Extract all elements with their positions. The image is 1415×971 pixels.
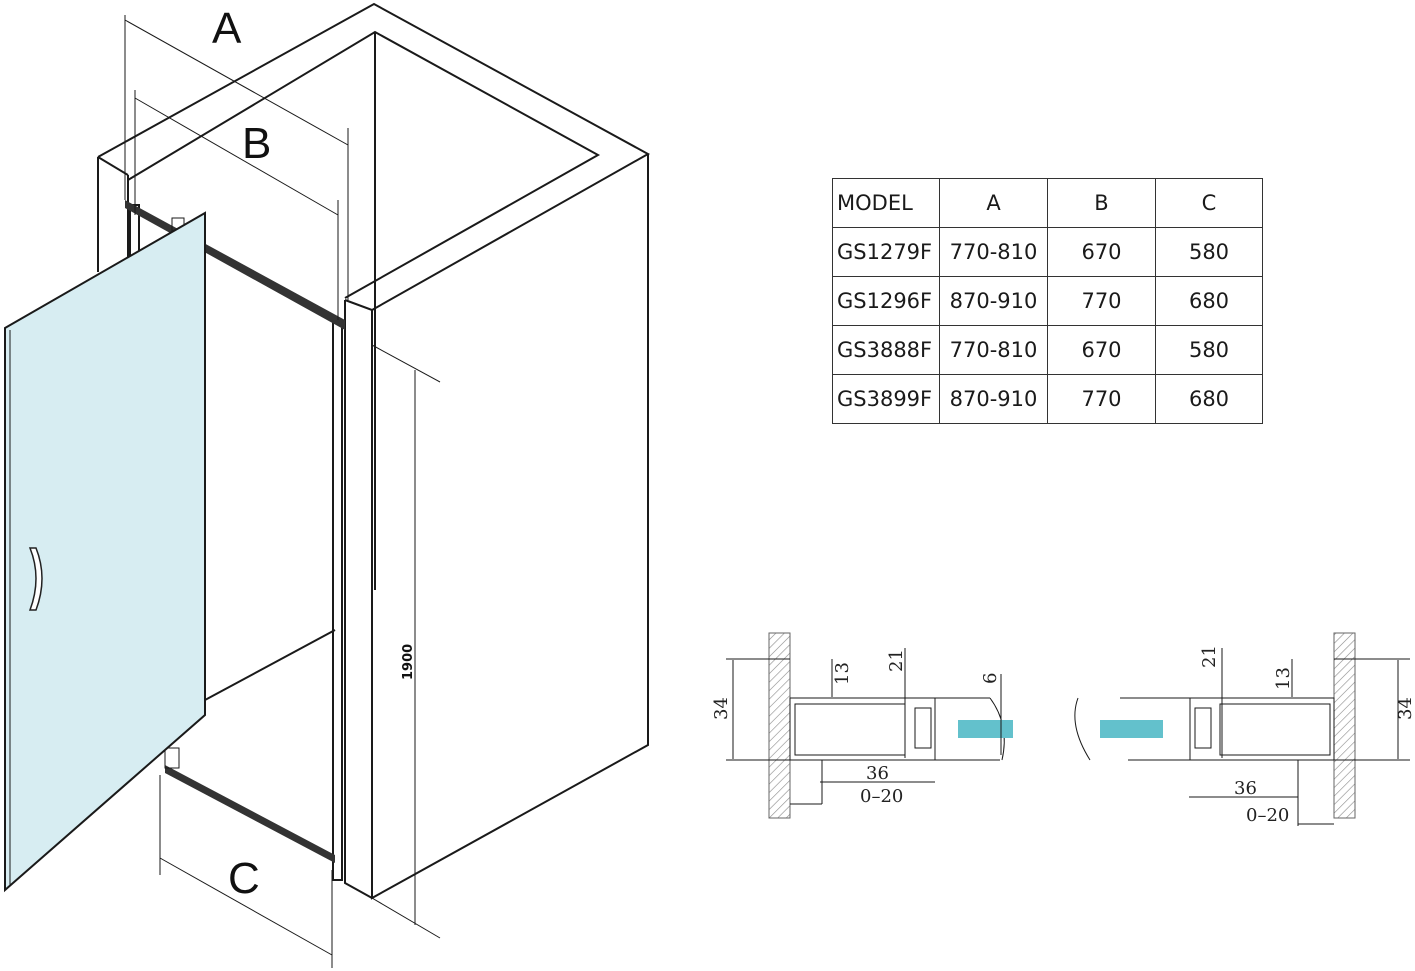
cell-model: GS3899F <box>832 374 940 424</box>
cell-a: 870-910 <box>939 276 1048 326</box>
dim-glass-6: 6 <box>980 673 1001 684</box>
dimension-height: 1900 <box>371 344 441 939</box>
cell-c: 580 <box>1155 227 1263 277</box>
model-dimensions-table: MODEL A B C GS1279F 770-810 670 580 GS12… <box>832 178 1263 424</box>
header-model: MODEL <box>832 178 940 228</box>
left-profile <box>789 697 1013 761</box>
cell-c: 680 <box>1155 374 1263 424</box>
cell-b: 670 <box>1047 325 1156 375</box>
cell-model: GS1296F <box>832 276 940 326</box>
dim-right-range: 0–20 <box>1246 805 1289 826</box>
cell-b: 770 <box>1047 374 1156 424</box>
cell-a: 770-810 <box>939 227 1048 277</box>
dimension-c: C <box>159 775 333 968</box>
cell-a: 770-810 <box>939 325 1048 375</box>
glass-door <box>4 211 206 893</box>
dimension-lines <box>726 648 1410 826</box>
cell-c: 680 <box>1155 276 1263 326</box>
dimension-b: B <box>134 90 339 320</box>
header-a: A <box>939 178 1048 228</box>
table-header-row: MODEL A B C <box>832 178 1263 228</box>
dim-right-21: 21 <box>1199 645 1220 668</box>
label-height: 1900 <box>401 644 416 680</box>
dim-right-34: 34 <box>1395 697 1415 720</box>
cell-model: GS3888F <box>832 325 940 375</box>
cell-b: 770 <box>1047 276 1156 326</box>
table-row: GS1279F 770-810 670 580 <box>832 227 1263 277</box>
header-c: C <box>1155 178 1263 228</box>
label-a: A <box>212 4 242 53</box>
header-b: B <box>1047 178 1156 228</box>
door-handle <box>28 547 43 611</box>
table-row: GS1296F 870-910 770 680 <box>832 276 1263 326</box>
dimension-a: A <box>124 4 349 300</box>
cell-a: 870-910 <box>939 374 1048 424</box>
dim-right-13: 13 <box>1273 667 1294 690</box>
right-profile <box>1074 697 1335 761</box>
dim-left-36: 36 <box>866 763 889 784</box>
cell-c: 580 <box>1155 325 1263 375</box>
label-b: B <box>242 119 271 168</box>
cell-b: 670 <box>1047 227 1156 277</box>
table-row: GS3888F 770-810 670 580 <box>832 325 1263 375</box>
enclosure <box>97 2 651 900</box>
cross-section: 34 13 21 6 36 0–20 34 13 21 36 0–20 <box>711 632 1415 826</box>
table-row: GS3899F 870-910 770 680 <box>832 374 1263 424</box>
dim-left-34: 34 <box>711 697 732 720</box>
dim-left-13: 13 <box>832 662 853 685</box>
dim-left-21: 21 <box>886 649 907 672</box>
dim-right-36: 36 <box>1234 778 1257 799</box>
dim-left-range: 0–20 <box>860 786 903 807</box>
cell-model: GS1279F <box>832 227 940 277</box>
label-c: C <box>228 854 260 903</box>
